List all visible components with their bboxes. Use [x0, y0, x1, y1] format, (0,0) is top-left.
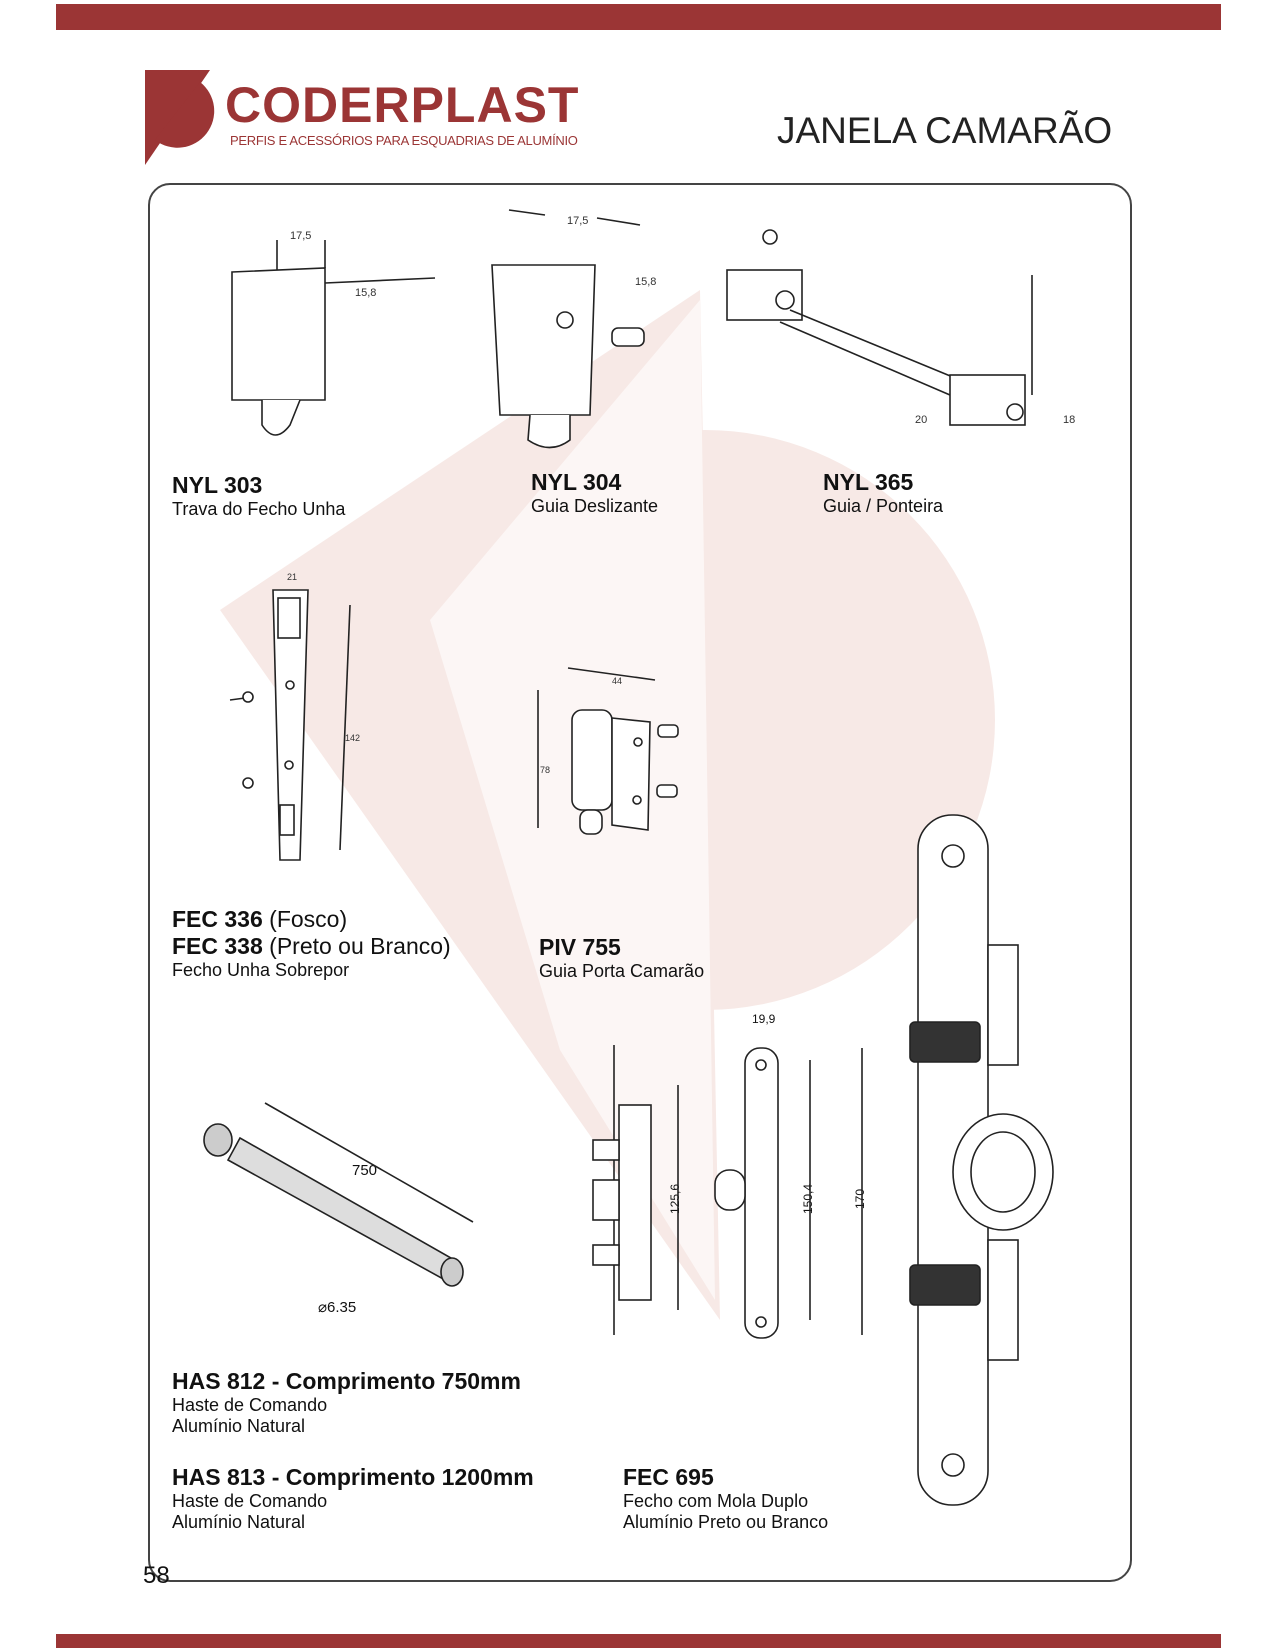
product-description: Guia Deslizante [531, 496, 659, 516]
product-code: PIV 755 [539, 934, 621, 960]
product-has-813: HAS 813 - Comprimento 1200mm Haste de Co… [172, 1464, 534, 1533]
page-number: 58 [143, 1562, 170, 1589]
dim-label: 20 [915, 414, 928, 426]
dim-label: 17,5 [567, 215, 589, 227]
dim-label: 18 [1063, 414, 1076, 426]
brand-logo-icon [145, 70, 215, 165]
product-code: NYL 303 [172, 472, 263, 498]
product-piv-755: PIV 755 Guia Porta Camarão [539, 934, 704, 982]
fec-336-drawing [229, 589, 351, 861]
product-fec-695: FEC 695 Fecho com Mola Duplo Alumínio Pr… [623, 1464, 828, 1533]
content-frame [148, 183, 1132, 1582]
product-nyl-304: NYL 304 Guia Deslizante [531, 469, 658, 517]
product-description: Fecho Unha Sobrepor [172, 960, 350, 980]
brand-name: CODERPLAST [225, 77, 580, 133]
product-code: FEC 338 [172, 933, 263, 959]
has-812-drawing [203, 1102, 474, 1287]
product-variant: (Preto ou Branco) [269, 933, 451, 959]
nyl-304-drawing [491, 209, 645, 449]
product-code: FEC 336 [172, 906, 263, 932]
product-code: NYL 304 [531, 469, 622, 495]
fec-695-side-drawing [592, 814, 1054, 1506]
product-finish: Alumínio Natural [172, 1512, 306, 1532]
dim-label: 21 [287, 572, 298, 582]
product-has-812: HAS 812 - Comprimento 750mm Haste de Com… [172, 1368, 521, 1437]
dim-label: 15,8 [355, 287, 377, 299]
product-fec-336-338: FEC 336 (Fosco) FEC 338 (Preto ou Branco… [172, 906, 451, 981]
bottom-bar [56, 1634, 1221, 1648]
dim-label: 750 [352, 1162, 378, 1179]
product-description: Haste de Comando [172, 1491, 328, 1511]
dim-label: 19,9 [752, 1012, 776, 1026]
product-code: FEC 695 [623, 1464, 714, 1490]
product-code: HAS 813 - Comprimento 1200mm [172, 1464, 534, 1490]
product-finish: Alumínio Natural [172, 1416, 306, 1436]
dim-label: 142 [345, 733, 361, 743]
product-description: Trava do Fecho Unha [172, 499, 346, 519]
piv-755-drawing [537, 667, 679, 835]
nyl-365-drawing [726, 229, 1033, 426]
dim-label: 17,5 [290, 230, 312, 242]
dim-label: 44 [612, 676, 623, 686]
top-bar [56, 4, 1221, 30]
page-title: JANELA CAMARÃO [777, 110, 1113, 151]
product-description: Haste de Comando [172, 1395, 328, 1415]
product-nyl-303: NYL 303 Trava do Fecho Unha [172, 472, 345, 520]
nyl-303-drawing [231, 240, 436, 436]
dim-label: 78 [540, 765, 551, 775]
product-nyl-365: NYL 365 Guia / Ponteira [823, 469, 943, 517]
dim-label: ⌀6.35 [318, 1299, 357, 1316]
product-description: Fecho com Mola Duplo [623, 1491, 809, 1511]
product-code: HAS 812 - Comprimento 750mm [172, 1368, 521, 1394]
dim-label: 15,8 [635, 276, 657, 288]
product-variant: (Fosco) [269, 906, 348, 932]
product-code: NYL 365 [823, 469, 914, 495]
brand-tagline: PERFIS E ACESSÓRIOS PARA ESQUADRIAS DE A… [230, 133, 578, 148]
product-description: Guia Porta Camarão [539, 961, 705, 981]
product-description: Guia / Ponteira [823, 496, 944, 516]
product-finish: Alumínio Preto ou Branco [623, 1512, 829, 1532]
